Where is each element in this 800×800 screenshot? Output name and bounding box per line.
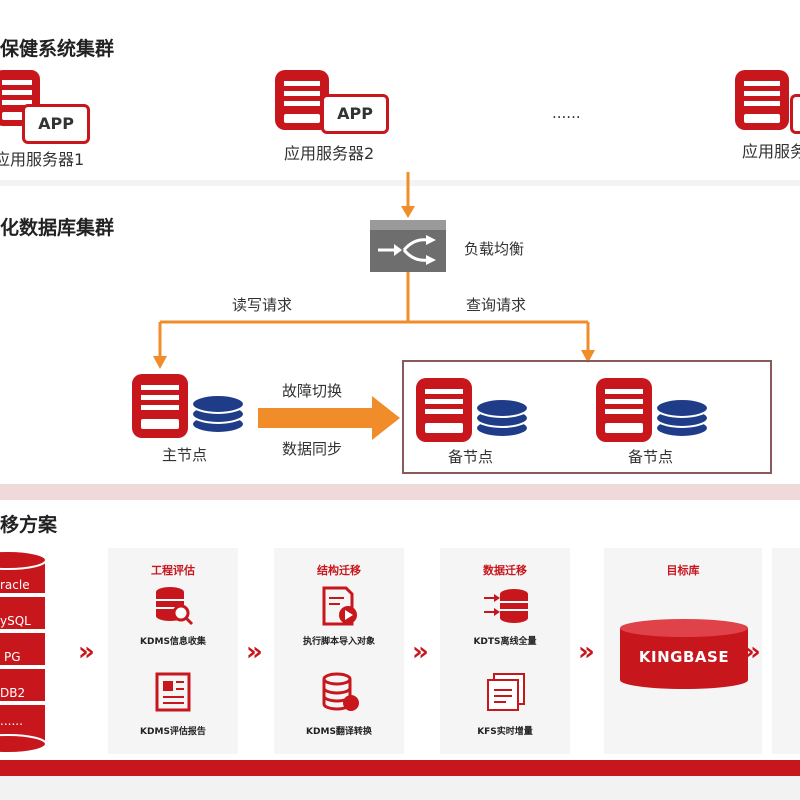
card-structure-cap2: KDMS翻译转换 (306, 727, 372, 737)
primary-node-label: 主节点 (162, 446, 208, 464)
migration-title: 移方案 (0, 514, 58, 536)
app-server-1-label: 应用服务器1 (0, 150, 85, 169)
card-target: 目标库 KINGBASE (604, 548, 762, 754)
source-db-oracle: racle (0, 578, 30, 592)
card-data-cap2: KFS实时增量 (477, 727, 533, 737)
documents-icon (487, 673, 525, 711)
app-badge-1: APP (22, 104, 90, 144)
app-badge-2: APP (321, 94, 389, 134)
sync-label: 数据同步 (282, 440, 343, 458)
card-data-title: 数据迁移 (483, 564, 527, 577)
chevron-right-icon: » (246, 637, 263, 667)
source-db-db2: DB2 (0, 686, 26, 700)
source-db-pg: PG (4, 650, 21, 664)
card-next-partial (772, 548, 800, 754)
source-db-stack-icon (0, 550, 47, 754)
db-cluster-divider (0, 484, 800, 500)
standby-node-1-icon (416, 378, 529, 442)
app-cluster-divider (0, 180, 800, 186)
app-server-2-icon (275, 70, 329, 130)
standby-group-box (402, 360, 772, 474)
failover-label: 故障切换 (282, 382, 343, 400)
card-target-title: 目标库 (666, 564, 700, 577)
app-cluster-band (0, 0, 800, 180)
kingbase-db-icon (620, 619, 748, 689)
app-server-2-label: 应用服务器2 (284, 144, 375, 163)
translate-db-icon (322, 672, 359, 711)
db-cluster-title: 化数据库集群 (0, 217, 115, 239)
card-data-cap1: KDTS离线全量 (473, 637, 537, 647)
app-server-3-icon (735, 70, 789, 130)
card-assessment-cap1: KDMS信息收集 (140, 637, 206, 647)
db-search-icon (156, 587, 194, 626)
card-assessment-cap2: KDMS评估报告 (140, 727, 206, 737)
kingbase-logo-text: KINGBASE (638, 648, 730, 666)
card-structure-title: 结构迁移 (317, 564, 361, 577)
script-icon (322, 586, 357, 626)
standby-node-2-label: 备节点 (628, 448, 674, 466)
chevron-right-icon: » (578, 637, 595, 667)
card-data: 数据迁移 KDTS离线全量 KFS实时增量 (440, 548, 570, 754)
bottom-fill (0, 776, 800, 800)
source-db-mysql: ySQL (0, 614, 31, 628)
bottom-bar (0, 760, 800, 776)
db-transfer-icon (484, 589, 528, 623)
standby-node-2-icon (596, 378, 709, 442)
read-write-label: 读写请求 (232, 296, 293, 314)
card-assessment-title: 工程评估 (151, 564, 195, 577)
chevron-right-icon: » (412, 637, 429, 667)
chevron-right-icon: » (744, 637, 761, 667)
card-structure: 结构迁移 执行脚本导入对象 KDMS翻译转换 (274, 548, 404, 754)
app-server-3-label: 应用服务 (742, 142, 800, 161)
source-db-more: ...... (0, 714, 23, 728)
load-balancer-label: 负载均衡 (464, 240, 525, 258)
app-badge-3 (790, 94, 800, 134)
card-structure-cap1: 执行脚本导入对象 (302, 637, 375, 647)
chevron-right-icon: » (78, 637, 95, 667)
app-cluster-title: 保健系统集群 (0, 38, 115, 60)
report-icon (155, 672, 191, 712)
query-label: 查询请求 (466, 296, 527, 314)
app-servers-ellipsis: ...... (552, 104, 581, 122)
primary-node-icon (132, 374, 245, 438)
load-balancer-icon (370, 220, 446, 272)
standby-node-1-label: 备节点 (448, 448, 494, 466)
card-assessment: 工程评估 KDMS信息收集 KDMS评估报告 (108, 548, 238, 754)
